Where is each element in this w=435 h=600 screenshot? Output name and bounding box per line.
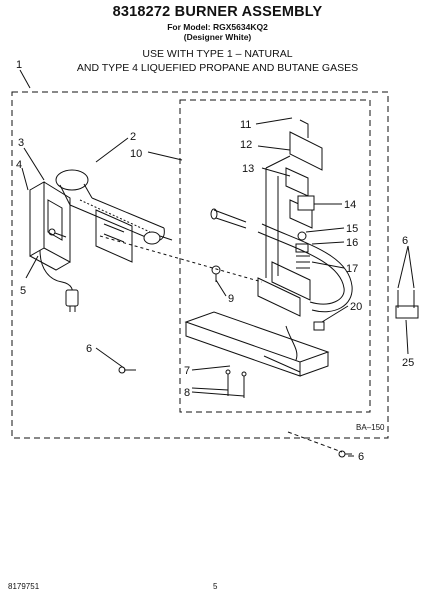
callout-14: 14 xyxy=(344,199,356,211)
burner-tube xyxy=(55,169,165,242)
callout-13: 13 xyxy=(242,163,254,175)
callout-5: 5 xyxy=(20,285,26,297)
variant-label: (Designer White) xyxy=(183,32,252,42)
part-number: 8179751 xyxy=(8,582,40,591)
callout-6-bottom: 6 xyxy=(358,451,364,463)
loose-screw-bottom xyxy=(338,450,352,458)
usage-line-2: AND TYPE 4 LIQUEFIED PROPANE AND BUTANE … xyxy=(76,62,359,74)
shield-plate xyxy=(95,209,133,263)
supply-pipe xyxy=(257,223,353,313)
callout-20: 20 xyxy=(350,301,362,313)
loose-screw-left xyxy=(118,366,136,374)
callout-3: 3 xyxy=(18,137,24,149)
callout-6-left: 6 xyxy=(86,343,92,355)
callout-1: 1 xyxy=(16,59,22,71)
igniter-wire xyxy=(39,249,79,312)
valve-nozzle-tube xyxy=(210,208,247,229)
loose-screws-right xyxy=(395,290,419,319)
callout-17: 17 xyxy=(346,263,358,275)
page-title: 8318272 BURNER ASSEMBLY xyxy=(112,4,323,20)
callout-15: 15 xyxy=(346,223,358,235)
inner-boundary xyxy=(179,99,371,413)
alignment-line xyxy=(99,235,263,283)
callout-4: 4 xyxy=(16,159,22,171)
tube-nozzle xyxy=(143,231,173,245)
figure-code: BA–150 xyxy=(356,423,385,432)
mounting-bracket xyxy=(184,311,330,377)
usage-line-1: USE WITH TYPE 1 – NATURAL xyxy=(142,48,293,60)
gas-valve xyxy=(257,119,323,317)
model-label: For Model: RGX5634KQ2 xyxy=(167,22,268,32)
callout-10: 10 xyxy=(130,148,142,160)
bracket-screw xyxy=(48,228,67,238)
pipe-fitting xyxy=(313,321,325,331)
callout-9: 9 xyxy=(228,293,234,305)
callout-8: 8 xyxy=(184,387,190,399)
callout-25: 25 xyxy=(402,357,414,369)
leader-lines xyxy=(19,69,415,457)
callout-11: 11 xyxy=(240,119,251,131)
dashed-leader xyxy=(287,431,343,453)
bracket-screws xyxy=(225,369,247,398)
callout-12: 12 xyxy=(240,139,252,151)
callout-6-right: 6 xyxy=(402,235,408,247)
clip-screw xyxy=(211,265,221,282)
callout-2: 2 xyxy=(130,131,136,143)
page-number: 5 xyxy=(213,582,218,591)
callout-16: 16 xyxy=(346,237,358,249)
callout-7: 7 xyxy=(184,365,190,377)
coil-stack xyxy=(295,195,315,269)
bracket-part xyxy=(29,181,71,271)
outer-boundary xyxy=(11,91,389,439)
callout-labels: 1 2 3 4 5 6 7 8 9 10 11 12 13 14 15 16 1… xyxy=(16,59,414,463)
